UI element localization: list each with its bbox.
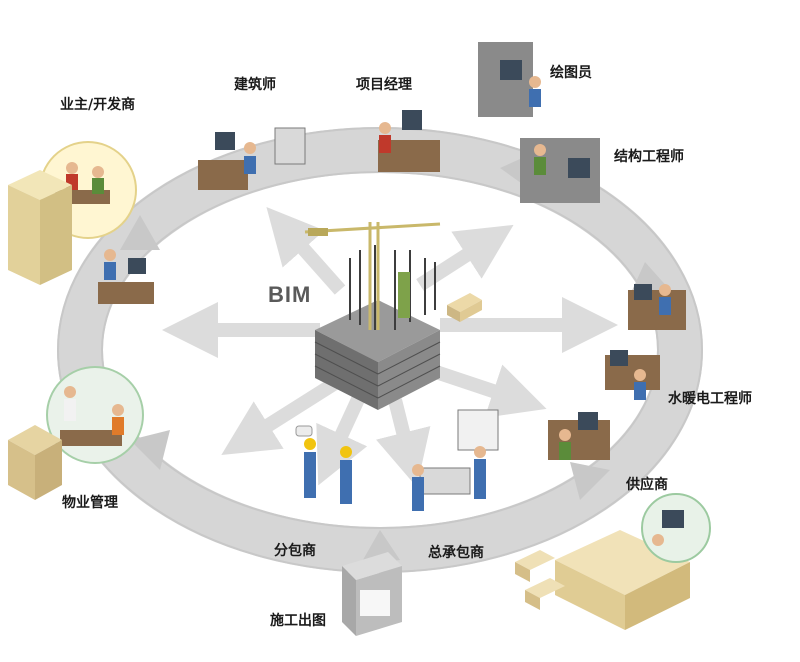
arrow-south	[376, 398, 431, 488]
workers-subcontractor	[295, 425, 352, 504]
role-label-supplier: 供应商	[626, 477, 668, 493]
plotter-icon	[342, 552, 402, 636]
role-label-owner: 业主/开发商	[60, 97, 136, 113]
truck-icon	[447, 293, 482, 322]
role-label-architect: 建筑师	[234, 77, 276, 93]
role-label-construction-drawings: 施工出图	[270, 613, 326, 629]
warehouse-icon	[555, 493, 711, 630]
workstation-architect	[198, 127, 306, 190]
workstation-drafter	[478, 42, 541, 117]
radial-arrows	[162, 207, 618, 488]
arrow-northwest	[266, 207, 346, 295]
role-label-mep-engineer: 水暖电工程师	[668, 391, 752, 407]
arrow-southeast	[427, 363, 547, 418]
arrow-southwest	[221, 374, 344, 455]
bim-center-label: BIM	[268, 282, 312, 307]
role-label-drafter: 绘图员	[550, 65, 592, 81]
office-tower-icon	[8, 170, 72, 285]
role-label-general-contractor: 总承包商	[428, 545, 484, 561]
workstation-project-manager	[378, 110, 440, 172]
workstation-mep-engineer	[605, 350, 660, 400]
role-label-structural-engineer: 结构工程师	[614, 149, 684, 165]
role-label-project-manager: 项目经理	[356, 77, 412, 93]
arrow-south-left	[316, 392, 368, 486]
role-label-property-management: 物业管理	[62, 495, 118, 511]
workstation-left	[98, 249, 154, 304]
workstation-right	[628, 284, 686, 330]
workstation-structural-engineer	[520, 138, 600, 203]
workstation-supplier-side	[548, 412, 610, 460]
workers-general-contractor	[412, 409, 499, 511]
house-icon	[8, 425, 62, 500]
bim-building-illustration	[304, 222, 482, 410]
workstation-property-management	[46, 366, 144, 464]
role-label-subcontractor: 分包商	[274, 543, 316, 559]
forklift-trucks-icon	[515, 550, 565, 610]
arrow-northeast	[416, 224, 514, 291]
